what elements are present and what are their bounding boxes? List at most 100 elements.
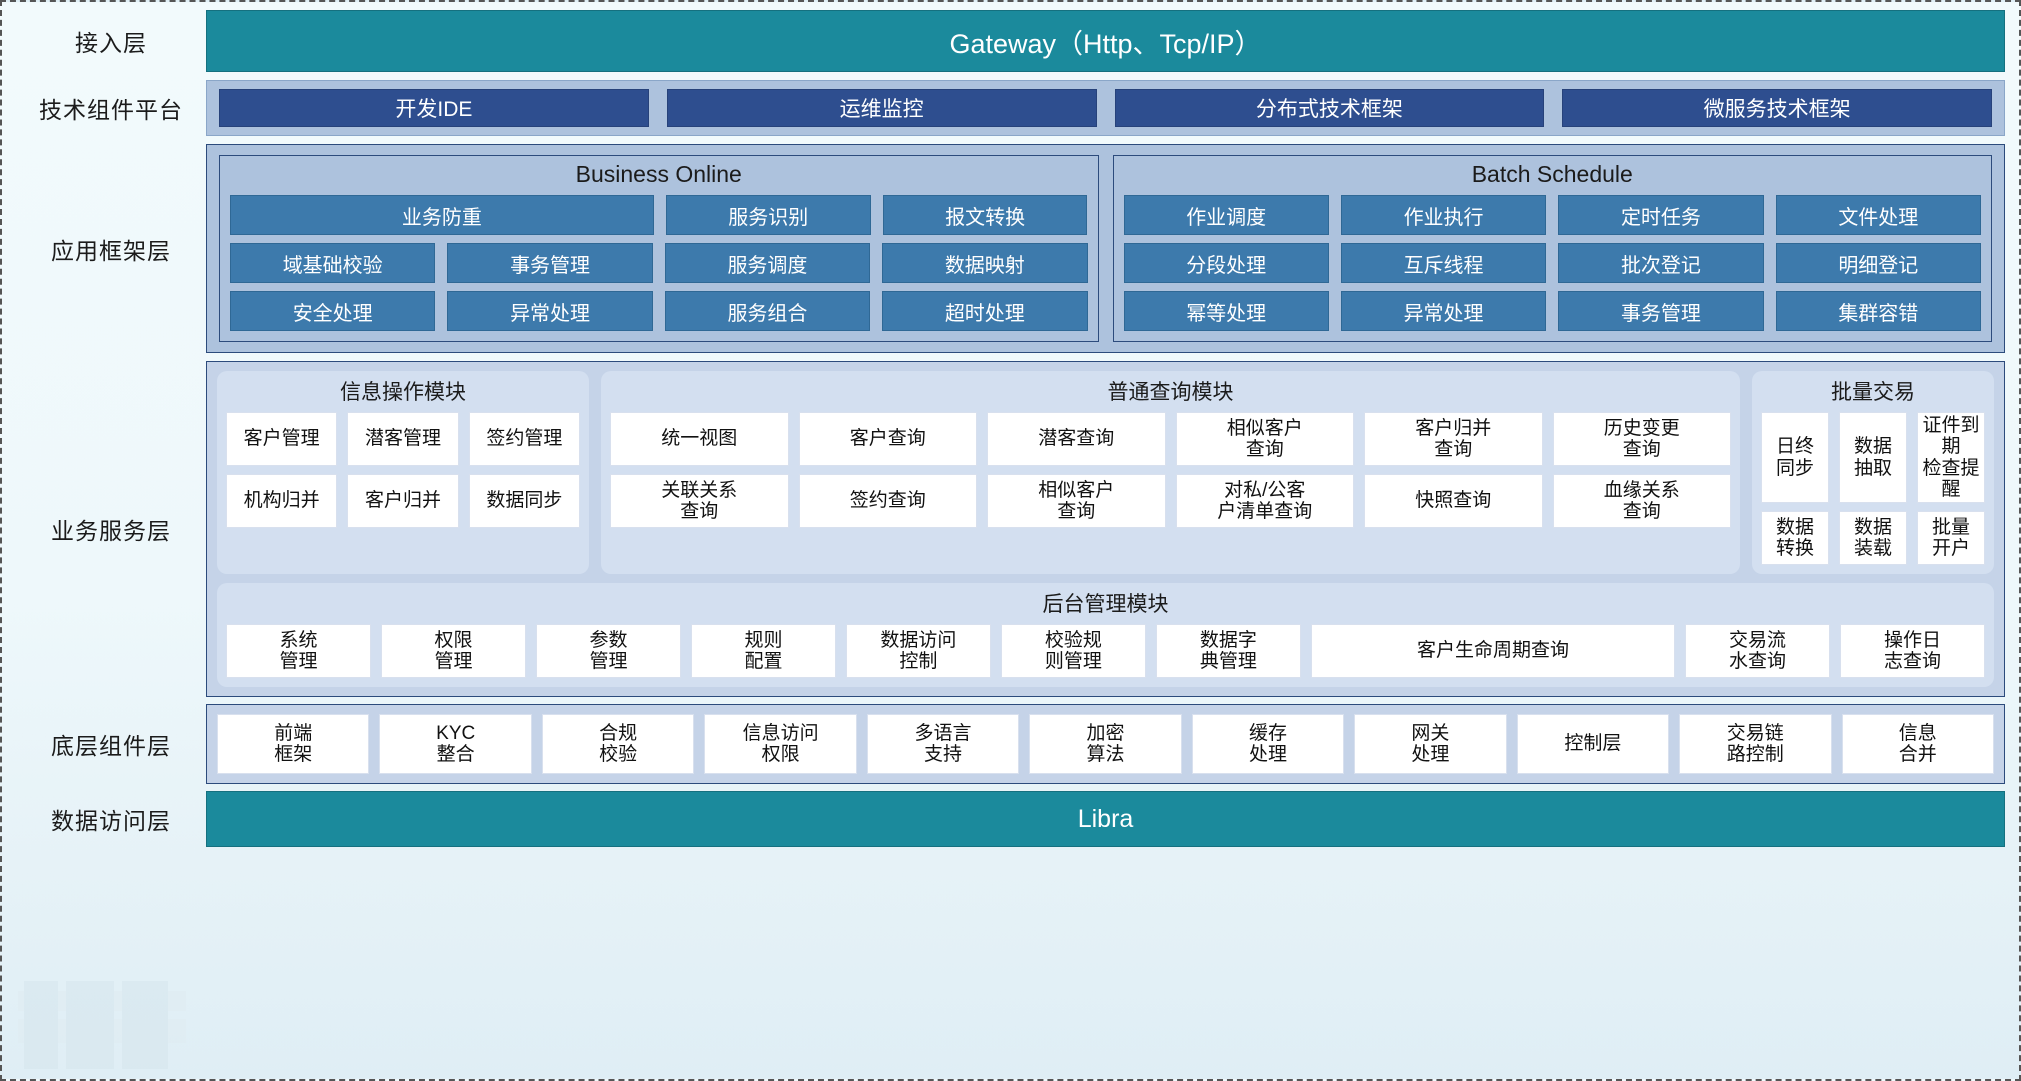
cell-private-public-customer-list-query[interactable]: 对私/公客户清单查询	[1175, 474, 1354, 528]
cell-eod-sync[interactable]: 日终同步	[1761, 412, 1829, 504]
fw-chip-service-dispatch[interactable]: 服务调度	[664, 243, 871, 283]
group-common-query-module: 普通查询模块 统一视图 客户查询 潜客查询 相似客户查询 客户归并查询 历史变更…	[601, 371, 1740, 575]
cell-customer-merge[interactable]: 客户归并	[347, 474, 459, 528]
fw-chip-batch-registration[interactable]: 批次登记	[1558, 243, 1764, 283]
fw-chip-batch-transaction-mgmt[interactable]: 事务管理	[1558, 291, 1764, 331]
cell-customer-mgmt[interactable]: 客户管理	[226, 412, 338, 466]
fw-chip-domain-base-validation[interactable]: 域基础校验	[230, 243, 436, 283]
cell-similar-customer-query-2[interactable]: 相似客户查询	[987, 474, 1166, 528]
cell-certificate-expiry-reminder[interactable]: 证件到期检查提醒	[1917, 412, 1985, 504]
fw-chip-transaction-mgmt[interactable]: 事务管理	[447, 243, 653, 283]
cell-contract-mgmt[interactable]: 签约管理	[468, 412, 580, 466]
cell-control-layer[interactable]: 控制层	[1516, 714, 1670, 775]
cell-multilanguage-support[interactable]: 多语言支持	[866, 714, 1020, 775]
cell-operation-log-query[interactable]: 操作日志查询	[1840, 624, 1986, 679]
cell-system-mgmt[interactable]: 系统管理	[226, 624, 371, 679]
fw-chip-service-composition[interactable]: 服务组合	[664, 291, 871, 331]
cell-data-load[interactable]: 数据装载	[1839, 511, 1907, 566]
cell-encryption-algorithm[interactable]: 加密算法	[1029, 714, 1182, 775]
layer-access: 接入层 Gateway（Http、Tcp/IP）	[16, 10, 2005, 72]
cell-transaction-flow-query[interactable]: 交易流水查询	[1685, 624, 1831, 679]
fw-chip-business-dedup[interactable]: 业务防重	[230, 195, 654, 235]
cell-lineage-relation-query[interactable]: 血缘关系查询	[1552, 474, 1731, 528]
group-title-backoffice: 后台管理模块	[1042, 593, 1169, 617]
fw-row: 业务防重 服务识别 报文转换	[230, 195, 1088, 235]
group-title-batch-transaction: 批量交易	[1831, 381, 1915, 404]
group-title-business-online: Business Online	[575, 161, 742, 187]
cell-permission-mgmt[interactable]: 权限管理	[380, 624, 526, 679]
cell-org-merge[interactable]: 机构归并	[226, 474, 338, 528]
layer-label-app-framework: 应用框架层	[51, 237, 171, 264]
cell-customer-merge-query[interactable]: 客户归并查询	[1364, 412, 1543, 466]
cell-validation-rule-mgmt[interactable]: 校验规则管理	[1000, 624, 1146, 679]
fw-chip-job-execute[interactable]: 作业执行	[1340, 195, 1547, 235]
background-texture	[18, 981, 186, 1069]
cell-prospect-query[interactable]: 潜客查询	[987, 412, 1166, 466]
group-batch-transaction: 批量交易 日终同步 数据抽取 证件到期检查提醒 数据转换 数据装载 批量开户	[1752, 371, 1994, 575]
cell-compliance-validation[interactable]: 合规校验	[541, 714, 695, 775]
cell-customer-lifecycle-query[interactable]: 客户生命周期查询	[1310, 624, 1676, 679]
spacer	[16, 72, 2005, 80]
cell-parameter-mgmt[interactable]: 参数管理	[535, 624, 681, 679]
fw-chip-mutex-thread[interactable]: 互斥线程	[1340, 243, 1547, 283]
tech-chip-distributed-framework[interactable]: 分布式技术框架	[1114, 89, 1545, 127]
group-batch-schedule: Batch Schedule 作业调度 作业执行 定时任务 文件处理 分段处理 …	[1112, 155, 1992, 342]
gateway-bar: Gateway（Http、Tcp/IP）	[206, 10, 2005, 72]
fw-chip-service-identify[interactable]: 服务识别	[665, 195, 871, 235]
tech-chip-ops-monitor[interactable]: 运维监控	[666, 89, 1097, 127]
cell-frontend-framework[interactable]: 前端框架	[217, 714, 370, 775]
fw-row: 幂等处理 异常处理 事务管理 集群容错	[1123, 291, 1981, 331]
cell-data-transform[interactable]: 数据转换	[1761, 511, 1829, 566]
fw-chip-job-schedule[interactable]: 作业调度	[1123, 195, 1329, 235]
layer-label-base-component: 底层组件层	[51, 733, 171, 760]
fw-chip-timeout-handling[interactable]: 超时处理	[882, 291, 1088, 331]
group-title-common-query: 普通查询模块	[1107, 381, 1234, 404]
cell-snapshot-query[interactable]: 快照查询	[1364, 474, 1543, 528]
fw-chip-idempotent-handling[interactable]: 幂等处理	[1123, 291, 1329, 331]
fw-chip-exception-handling[interactable]: 异常处理	[447, 291, 653, 331]
fw-chip-batch-exception-handling[interactable]: 异常处理	[1340, 291, 1547, 331]
fw-chip-cluster-fault-tolerance[interactable]: 集群容错	[1775, 291, 1981, 331]
cell-info-merge[interactable]: 信息合并	[1841, 714, 1994, 775]
cell-cache-handling[interactable]: 缓存处理	[1191, 714, 1345, 775]
cell-gateway-handling[interactable]: 网关处理	[1354, 714, 1507, 775]
fw-chip-security-handling[interactable]: 安全处理	[230, 291, 436, 331]
biz-row: 关联关系查询 签约查询 相似客户查询 对私/公客户清单查询 快照查询 血缘关系查…	[610, 474, 1731, 528]
cell-transaction-chain-control[interactable]: 交易链路控制	[1679, 714, 1832, 775]
cell-history-change-query[interactable]: 历史变更查询	[1552, 412, 1731, 466]
cell-customer-query[interactable]: 客户查询	[798, 412, 977, 466]
fw-chip-data-mapping[interactable]: 数据映射	[882, 243, 1088, 283]
group-title-batch-schedule: Batch Schedule	[1471, 161, 1633, 187]
cell-contract-query[interactable]: 签约查询	[798, 474, 977, 528]
fw-chip-file-processing[interactable]: 文件处理	[1775, 195, 1981, 235]
group-backoffice-module: 后台管理模块 系统管理 权限管理 参数管理 规则配置 数据访问控制 校验规则管理…	[217, 583, 1994, 688]
cell-data-access-control[interactable]: 数据访问控制	[845, 624, 991, 679]
cell-data-sync[interactable]: 数据同步	[468, 474, 580, 528]
cell-unified-view[interactable]: 统一视图	[610, 412, 789, 466]
cell-rule-config[interactable]: 规则配置	[690, 624, 836, 679]
cell-batch-account-open[interactable]: 批量开户	[1917, 511, 1985, 566]
tech-chip-microservice-framework[interactable]: 微服务技术框架	[1562, 89, 1992, 127]
cell-data-dictionary-mgmt[interactable]: 数据字典管理	[1155, 624, 1301, 679]
spacer	[16, 697, 2005, 704]
fw-chip-message-transform[interactable]: 报文转换	[882, 195, 1088, 235]
cell-similar-customer-query[interactable]: 相似客户查询	[1175, 412, 1354, 466]
tech-chip-band: 开发IDE 运维监控 分布式技术框架 微服务技术框架	[206, 80, 2005, 136]
cell-prospect-mgmt[interactable]: 潜客管理	[347, 412, 459, 466]
cell-relation-query[interactable]: 关联关系查询	[610, 474, 789, 528]
tech-chip-ide[interactable]: 开发IDE	[219, 89, 649, 127]
layer-label-access: 接入层	[75, 30, 147, 56]
fw-row: 作业调度 作业执行 定时任务 文件处理	[1123, 195, 1981, 235]
fw-chip-detail-registration[interactable]: 明细登记	[1775, 243, 1981, 283]
cell-info-access-permission[interactable]: 信息访问权限	[704, 714, 857, 775]
fw-row: 域基础校验 事务管理 服务调度 数据映射	[230, 243, 1088, 283]
cell-data-extract[interactable]: 数据抽取	[1839, 412, 1907, 504]
fw-chip-scheduled-task[interactable]: 定时任务	[1558, 195, 1764, 235]
fw-chip-segment-processing[interactable]: 分段处理	[1123, 243, 1329, 283]
layer-data-access: 数据访问层 Libra	[16, 791, 2005, 848]
layer-business-service: 业务服务层 信息操作模块 客户管理 潜客管理 签约管理 机构归并	[16, 361, 2005, 698]
